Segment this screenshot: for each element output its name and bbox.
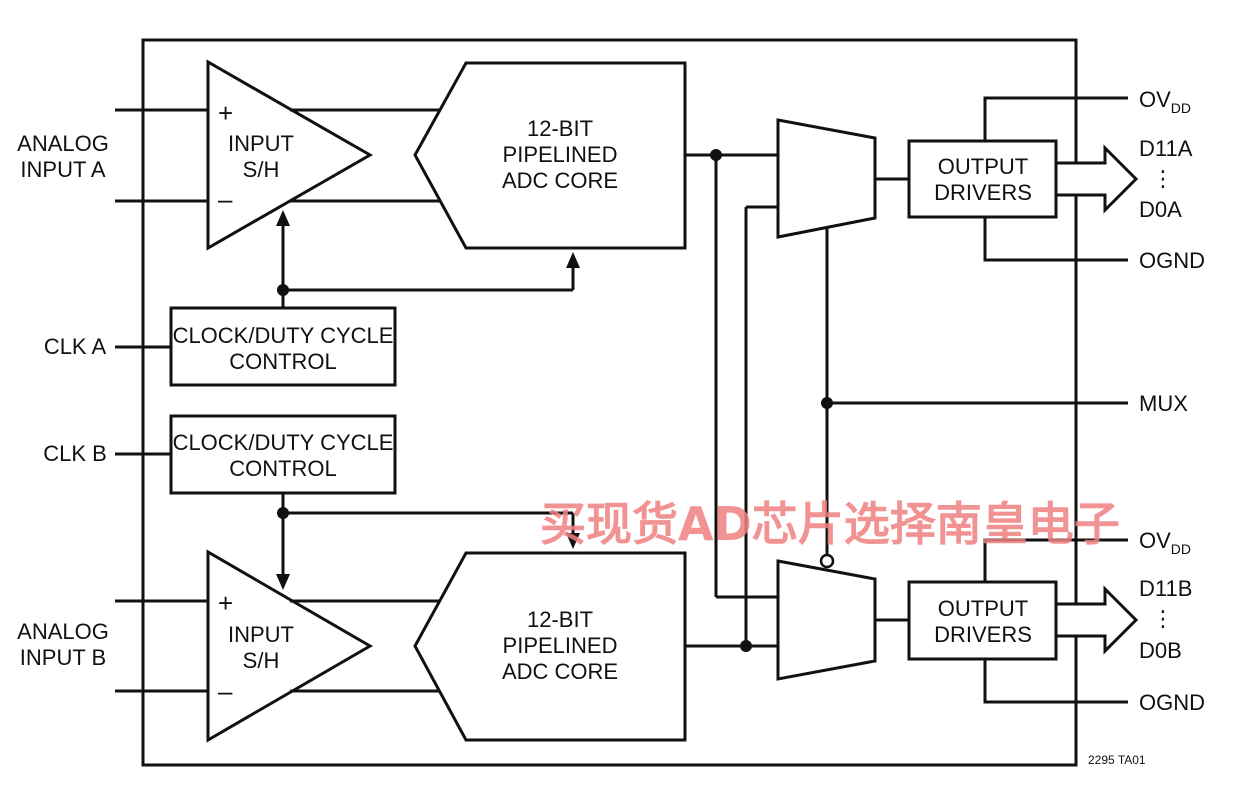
clk-a-label: CLK A — [44, 334, 107, 359]
d0b-label: D0B — [1139, 638, 1182, 663]
drv-b-label-1: OUTPUT — [938, 596, 1028, 621]
bus-arrow-b — [1054, 585, 1139, 655]
ovdd-b-main: OV — [1139, 528, 1171, 553]
mux-label: MUX — [1139, 391, 1188, 416]
ovdd-a-wire — [983, 96, 1128, 141]
drv-a-label-2: DRIVERS — [934, 180, 1032, 205]
mux-b — [776, 559, 877, 681]
ovdd-b-wire — [983, 538, 1128, 582]
sh-b-label-2: S/H — [243, 648, 280, 673]
ognd-b-wire — [983, 659, 1128, 704]
ognd-a-wire — [983, 217, 1128, 262]
dots-b: ⋮ — [1152, 606, 1174, 631]
watermark-text: 买现货AD芯片选择南皇电子 — [540, 497, 1120, 551]
adc-core-a — [413, 61, 687, 250]
sh-a-plus: + — [218, 98, 233, 128]
clk-b-junction — [277, 507, 289, 519]
ovdd-a-main: OV — [1139, 87, 1171, 112]
clk-ctrl-b-label-2: CONTROL — [229, 456, 337, 481]
adc-core-b — [413, 551, 687, 742]
input-sh-b — [206, 549, 373, 743]
d11a-label: D11A — [1139, 136, 1193, 161]
clk-b-label: CLK B — [43, 441, 107, 466]
clk-a-adc-arrow — [566, 252, 580, 268]
drv-a-label-1: OUTPUT — [938, 154, 1028, 179]
bus-arrow-a — [1054, 144, 1139, 214]
analog-input-a-label-2: INPUT A — [20, 157, 106, 182]
analog-input-b-label-1: ANALOG — [17, 619, 109, 644]
adc-a-label-2: PIPELINED — [503, 142, 618, 167]
ovdd-a-sub: DD — [1171, 100, 1191, 116]
ognd-b-label: OGND — [1139, 690, 1205, 715]
sh-a-label-1: INPUT — [228, 131, 294, 156]
drv-b-label-2: DRIVERS — [934, 622, 1032, 647]
ognd-a-label: OGND — [1139, 248, 1205, 273]
adc-a-label-1: 12-BIT — [527, 116, 593, 141]
d0a-label: D0A — [1139, 197, 1182, 222]
output-drivers-a — [907, 139, 1058, 219]
adc-b-label-3: ADC CORE — [502, 659, 618, 684]
sh-b-minus: – — [218, 676, 233, 706]
clk-ctrl-b-label-1: CLOCK/DUTY CYCLE — [173, 430, 394, 455]
ovdd-b-sub: DD — [1171, 541, 1191, 557]
clk-ctrl-a-label-1: CLOCK/DUTY CYCLE — [173, 323, 394, 348]
sh-a-minus: – — [218, 184, 233, 214]
clk-b-adc-arrow — [566, 533, 580, 549]
clk-a-junction — [277, 284, 289, 296]
clk-a-sh-arrow — [276, 210, 290, 226]
clk-b-sh-arrow — [276, 574, 290, 590]
adc-a-label-3: ADC CORE — [502, 168, 618, 193]
d11b-label: D11B — [1139, 576, 1192, 601]
clk-ctrl-a-label-2: CONTROL — [229, 349, 337, 374]
figure-id: 2295 TA01 — [1088, 753, 1146, 767]
input-sh-a — [206, 59, 374, 251]
sh-a-label-2: S/H — [243, 157, 280, 182]
adc-b-label-1: 12-BIT — [527, 607, 593, 632]
adc-b-label-2: PIPELINED — [503, 633, 618, 658]
mux-b-inverter-bubble — [819, 553, 835, 569]
ovdd-b-label: OVDD — [1139, 528, 1191, 557]
analog-input-b-label-2: INPUT B — [20, 645, 106, 670]
sh-b-label-1: INPUT — [228, 622, 294, 647]
ovdd-a-label: OVDD — [1139, 87, 1191, 116]
output-drivers-b — [907, 580, 1058, 661]
sh-b-plus: + — [218, 588, 233, 618]
mux-a — [776, 118, 877, 239]
analog-input-a-label-1: ANALOG — [17, 131, 109, 156]
dots-a: ⋮ — [1152, 166, 1174, 191]
